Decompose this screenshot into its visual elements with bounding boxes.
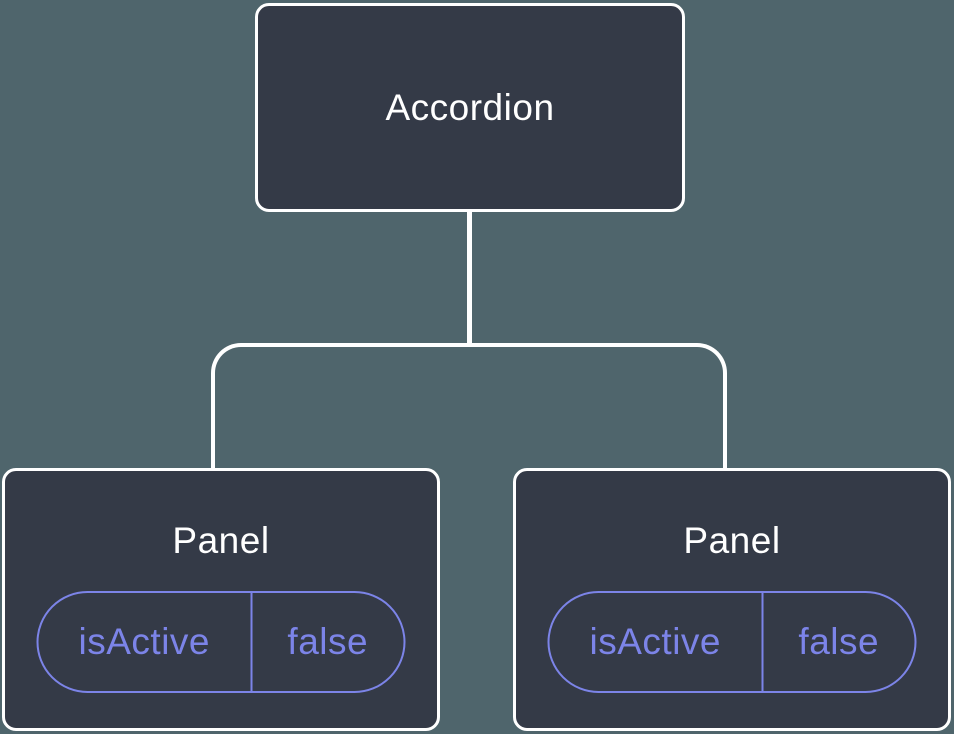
connector-stem-line [467,209,472,347]
component-node-panel-right: Panel isActive false [513,468,951,731]
accordion-node-label: Accordion [385,86,555,128]
state-name: isActive [550,593,764,691]
panel-node-label: Panel [683,520,781,561]
component-node-panel-left: Panel isActive false [2,468,440,731]
state-value: false [798,621,880,662]
panel-node-label: Panel [172,520,270,561]
state-pill: isActive false [547,591,917,693]
state-pill: isActive false [36,591,406,693]
state-name: isActive [39,593,253,691]
state-value: false [287,621,369,662]
connector-branch-bracket [211,343,727,470]
component-node-accordion: Accordion [255,3,685,212]
